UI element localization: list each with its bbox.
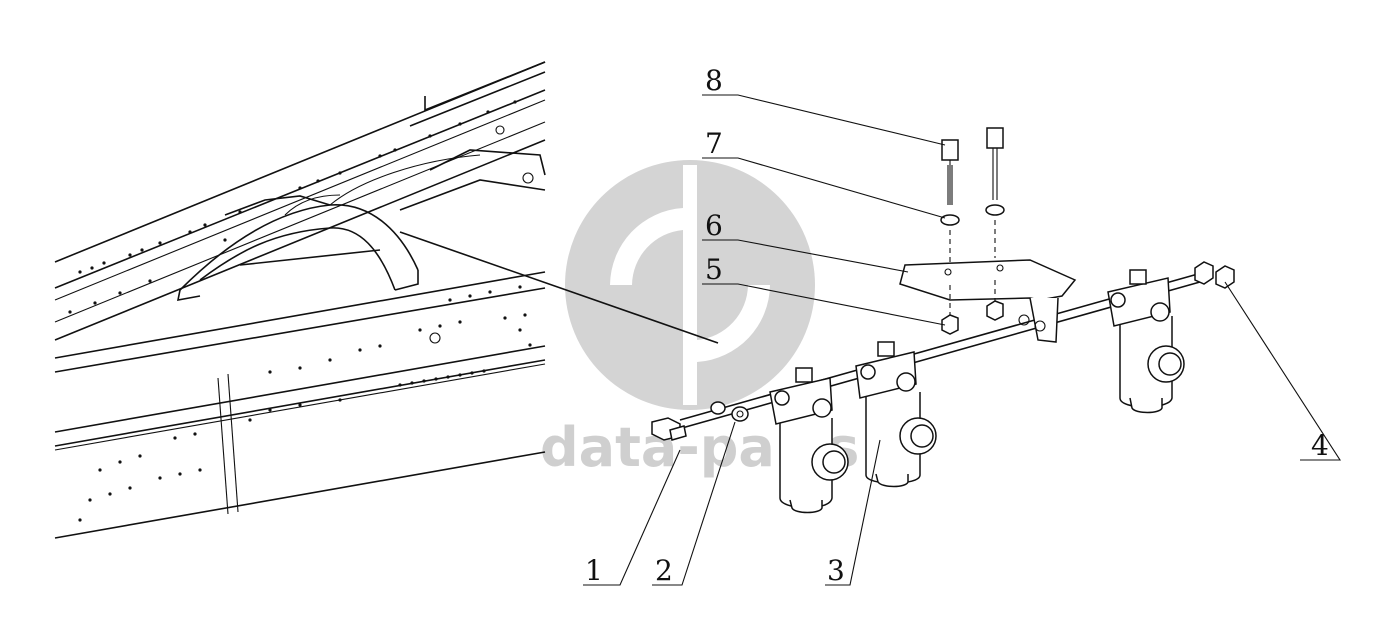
bolt-part bbox=[651, 417, 687, 441]
nut-part bbox=[1194, 261, 1235, 289]
callout-2: 2 bbox=[655, 554, 673, 587]
hex-nut-part bbox=[941, 300, 1004, 335]
callout-5: 5 bbox=[705, 253, 723, 286]
lock-washer-part bbox=[940, 204, 1005, 226]
chassis-frame-view bbox=[54, 61, 546, 539]
valve-unit-c bbox=[1107, 269, 1185, 414]
callout-labels: 1 2 3 4 5 6 7 8 bbox=[585, 64, 1329, 587]
callout-4: 4 bbox=[1311, 429, 1329, 462]
callout-3: 3 bbox=[827, 554, 845, 587]
callout-8: 8 bbox=[705, 64, 723, 97]
callout-7: 7 bbox=[705, 127, 723, 160]
valve-assembly-view bbox=[651, 127, 1235, 514]
bracket-part bbox=[899, 259, 1077, 343]
callout-1: 1 bbox=[585, 554, 603, 587]
valve-unit-a bbox=[769, 367, 849, 514]
rivet-pattern bbox=[68, 100, 532, 522]
callout-6: 6 bbox=[705, 209, 723, 242]
detail-leader-line bbox=[399, 231, 719, 344]
valve-unit-b bbox=[855, 341, 937, 488]
screw-part bbox=[941, 127, 1004, 318]
washer-part bbox=[710, 401, 749, 422]
callout-leaders bbox=[583, 94, 1342, 586]
